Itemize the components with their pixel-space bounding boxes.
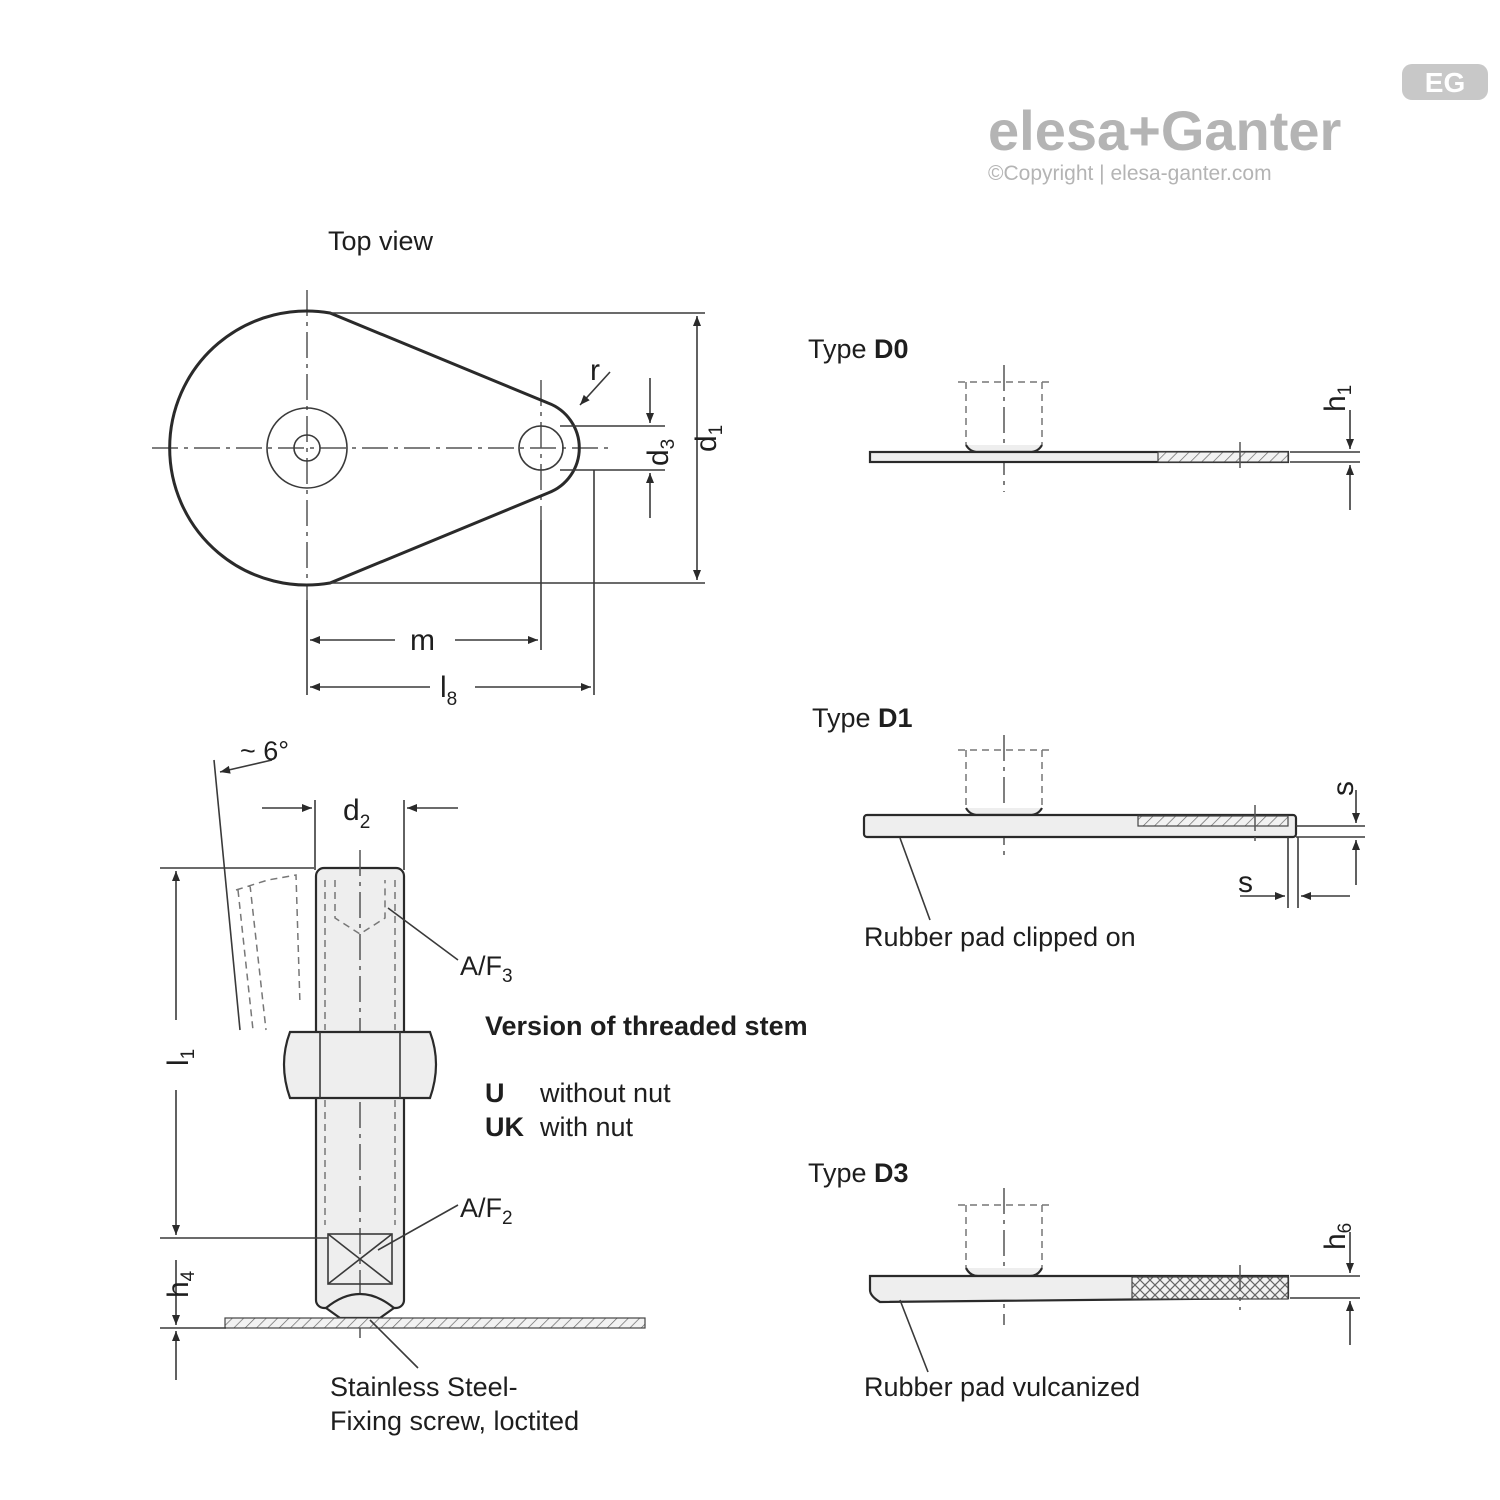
r-label: r [590, 354, 600, 387]
logo-wordmark: elesa+Ganter [988, 99, 1341, 162]
af2-leader [377, 1204, 459, 1251]
m-label: m [410, 624, 435, 657]
type-d3-title: Type D3 [808, 1158, 909, 1188]
angle-label: ~ 6° [240, 736, 289, 766]
af3-leader [387, 907, 459, 961]
hex-nut [282, 1030, 438, 1100]
d1-stem-phantom [958, 749, 1050, 808]
version-u-code: U [485, 1078, 505, 1108]
stem-side-view: ~ 6° d2 A/F3 A/F2 [160, 736, 646, 1436]
version-uk-description: with nut [539, 1112, 634, 1142]
d3-boss [965, 1267, 1043, 1278]
eg-badge-text: EG [1425, 67, 1465, 98]
fixing-screw-line1: Stainless Steel- [330, 1372, 518, 1402]
rubber-clipped-leader [899, 837, 931, 921]
h1-label: h1 [1319, 385, 1356, 412]
rubber-vulcanized-leader [899, 1299, 929, 1373]
h6-label: h6 [1319, 1223, 1356, 1250]
type-d3-view: Type D3 h6 Rubber pad vulcanized [808, 1158, 1360, 1402]
ball-joint [324, 1292, 396, 1320]
type-d1-view: Type D1 s s Rubber pad clipped on [812, 703, 1365, 952]
l8-label: l8 [440, 671, 457, 710]
type-d0-title: Type D0 [808, 334, 909, 364]
wrench-flats-cross [327, 1233, 393, 1285]
copyright-text: ©Copyright | elesa-ganter.com [988, 162, 1272, 185]
d3-stem-phantom [958, 1204, 1050, 1268]
top-view: Top view d1 d3 r m l8 [152, 226, 727, 710]
d2-label: d2 [343, 794, 370, 833]
d0-plate-section [1157, 451, 1289, 463]
d1-plate-section [1137, 815, 1289, 827]
fixing-screw-line2: Fixing screw, loctited [330, 1406, 579, 1436]
type-d1-title: Type D1 [812, 703, 913, 733]
fixing-screw-leader [369, 1319, 419, 1369]
brand-logo: elesa+Ganter EG ©Copyright | elesa-gante… [988, 64, 1488, 185]
d0-stem-phantom [958, 381, 1050, 445]
wrench-flats [327, 1233, 393, 1285]
d1-label: d1 [690, 425, 727, 452]
rubber-vulcanized-label: Rubber pad vulcanized [864, 1372, 1140, 1402]
af3-label: A/F3 [460, 951, 513, 987]
h4-label: h4 [162, 1270, 199, 1298]
base-plate-section [224, 1317, 646, 1329]
r-leader [579, 371, 611, 406]
angle-arrow [219, 759, 273, 774]
version-u-description: without nut [539, 1078, 671, 1108]
hex-socket-top [334, 880, 386, 935]
mounting-hole-circle [518, 425, 564, 471]
d3-vulcanized-section [1131, 1276, 1289, 1300]
type-d0-view: Type D0 h1 [808, 334, 1360, 510]
stem-version-title: Version of threaded stem [485, 1011, 808, 1041]
rubber-clipped-label: Rubber pad clipped on [864, 922, 1136, 952]
eg-badge [1402, 64, 1488, 100]
top-view-title: Top view [328, 226, 434, 256]
tilted-stem-phantom [235, 874, 301, 1031]
tilt-extension-line [213, 759, 241, 1031]
l1-label: l1 [162, 1049, 199, 1066]
stem-version-legend: Version of threaded stem U without nut U… [485, 1011, 808, 1142]
center-boss-circle [266, 407, 348, 489]
center-hole-circle [293, 434, 321, 462]
s-top-label: s [1327, 781, 1360, 796]
af2-label: A/F2 [460, 1193, 513, 1229]
teardrop-plate-outline [168, 309, 581, 587]
s-bottom-label: s [1238, 866, 1253, 899]
d3-label: d3 [642, 439, 679, 466]
version-uk-code: UK [485, 1112, 524, 1142]
